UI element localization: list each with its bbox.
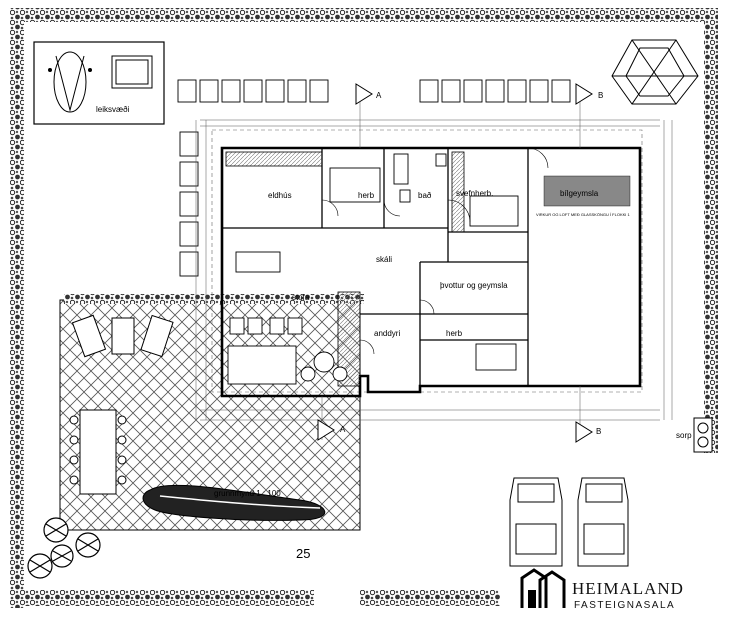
section-mark-a-bottom: A [340,425,346,434]
section-mark-b-bottom: B [596,427,601,436]
section-mark-a-top: A [376,91,382,100]
logo-name: HEIMALAND [572,579,684,598]
room-label-skali: skáli [376,255,392,264]
page-number: 25 [296,546,310,561]
parked-cars [509,477,629,567]
logo-subtitle: FASTEIGNASALA [574,600,675,611]
company-logo [518,568,568,610]
room-label-sorp: sorp [676,431,692,440]
room-label-herb-1: herb [358,191,375,200]
section-markers [317,83,593,443]
room-note-bilgeymsla: VIRKUR OG LOFT MEÐ GLASSKÖNGU Í FLOKKI 1 [536,212,631,217]
room-label-anddyri: anddyri [374,329,400,338]
gazebo [611,39,699,105]
room-label-bad: bað [418,191,432,200]
room-label-svefnherb: svefnherb. [456,189,493,198]
house [211,129,643,398]
room-label-stofa: stofa [292,293,310,302]
plan-caption: grunnmynd 1 : 100 [214,489,281,498]
trees [27,517,101,579]
play-area [33,41,165,125]
waste-bins [693,417,713,453]
room-label-thvottur: þvottur og geymsla [440,281,508,290]
hedge-border [10,8,718,608]
dimension-lines [195,96,673,440]
room-label-bilgeymsla: bílgeymsla [560,189,599,198]
room-label-eldhus: eldhús [268,191,292,200]
room-label-leiksvaedi: leiksvæði [96,105,130,114]
room-label-herb-2: herb [446,329,463,338]
patio [59,294,364,531]
stepping-stones [177,79,571,277]
section-mark-b-top: B [598,91,603,100]
